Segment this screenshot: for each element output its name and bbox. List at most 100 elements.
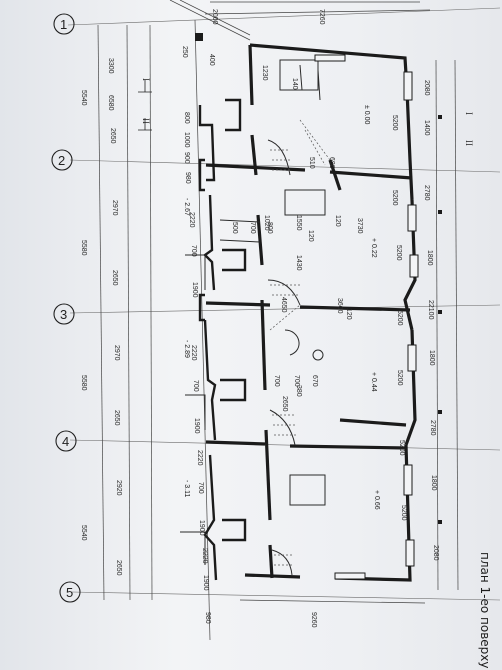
right-outer-dim: 22100 bbox=[427, 300, 434, 320]
right-inner-dim: 5200 bbox=[400, 505, 407, 521]
right-wall-2 bbox=[403, 199, 417, 331]
axis-bubble-3 bbox=[53, 303, 75, 325]
left-inner-dim: 1900 bbox=[193, 418, 200, 434]
toilet-fixture bbox=[312, 349, 324, 361]
top-dim-line bbox=[204, 9, 431, 15]
room-dim: 680 bbox=[328, 157, 335, 169]
diagonal-leader bbox=[169, 0, 251, 41]
porch-slab-2 bbox=[185, 254, 206, 290]
right-outer-dim-line bbox=[454, 59, 459, 591]
right-inner-dim-line bbox=[435, 59, 439, 591]
interior-partitions bbox=[180, 59, 326, 576]
right-outer-dim: 2080 bbox=[432, 545, 439, 561]
right-inner-dim: 5200 bbox=[396, 370, 403, 386]
room-dim: 3730 bbox=[356, 218, 363, 234]
right-outer-dim: 2080 bbox=[423, 80, 430, 96]
level-mark: - 2.67 bbox=[183, 198, 190, 216]
left-inner-dim: 700 bbox=[192, 380, 199, 392]
room-dim: 700 bbox=[249, 222, 256, 234]
ramp-lines bbox=[219, 219, 261, 243]
left-inner-dim: 1900 bbox=[202, 575, 209, 591]
party-wall-4 bbox=[205, 440, 407, 450]
stair-hatch bbox=[269, 119, 331, 566]
step-block-3 bbox=[220, 378, 247, 402]
marker-top bbox=[195, 33, 203, 41]
level-mark: - 3.11 bbox=[183, 480, 190, 497]
level-mark: + 0.22 bbox=[370, 238, 377, 258]
party-wall-34 bbox=[339, 418, 407, 427]
main-walls bbox=[205, 43, 417, 582]
bottom-dim-line bbox=[239, 599, 426, 604]
room-dim: 120 bbox=[345, 308, 352, 320]
room-dim: 500 bbox=[231, 222, 238, 234]
axis-bubble-4 bbox=[55, 430, 77, 452]
left-outer-dim: 5580 bbox=[80, 240, 87, 256]
window-bottom bbox=[334, 572, 366, 580]
left-inner-dim: 2220 bbox=[188, 212, 195, 228]
left-inner-dim: 700 bbox=[190, 245, 197, 257]
stair-curve-2 bbox=[267, 279, 301, 306]
kitchen-counter-4 bbox=[289, 474, 326, 506]
axis-line-5 bbox=[71, 591, 501, 601]
stair-curve-3 bbox=[269, 409, 296, 446]
window-r3 bbox=[409, 254, 419, 278]
kitchen-counter-2 bbox=[284, 189, 326, 216]
section-mark-i-right: I bbox=[464, 112, 474, 115]
left-inner-dim: 800 bbox=[183, 112, 190, 124]
axis-label-2: 2 bbox=[58, 153, 65, 168]
right-inner-dim: 5200 bbox=[391, 190, 398, 206]
porch-slab-4 bbox=[180, 531, 206, 565]
left-wall-1 bbox=[248, 44, 254, 106]
right-outer-dim: 2780 bbox=[429, 420, 436, 436]
wall-dim-line bbox=[194, 19, 211, 641]
level-mark: + 0.66 bbox=[373, 490, 380, 510]
right-outer-dim: 1400 bbox=[423, 120, 430, 136]
left-outer-dim: 5540 bbox=[80, 90, 87, 106]
inner-dim-line bbox=[149, 24, 153, 601]
column-markers bbox=[195, 33, 442, 524]
room-dim: 140 bbox=[291, 78, 298, 90]
stair-curve-4 bbox=[271, 549, 293, 576]
diagonal-leader-2 bbox=[179, 0, 251, 36]
left-inner-dim: 1900 bbox=[191, 282, 198, 298]
room-dim: 120 bbox=[334, 215, 341, 227]
room-dim: 380 bbox=[295, 385, 302, 397]
left-inner-dim: 1000 bbox=[183, 132, 190, 148]
outer-dim-line bbox=[97, 24, 105, 601]
right-inner-dim: 5200 bbox=[395, 245, 402, 261]
axis-grid-lines bbox=[67, 7, 501, 601]
left-inner-dim: 980 bbox=[184, 172, 191, 184]
bottom-dim: 9260 bbox=[310, 612, 317, 628]
axis-line-2 bbox=[69, 159, 501, 173]
left-inner-dim: 2220 bbox=[201, 548, 208, 564]
left-inner-dim: 2220 bbox=[196, 450, 203, 466]
porch-slab-3 bbox=[185, 394, 206, 430]
room-dim: 670 bbox=[311, 375, 318, 387]
window-r2 bbox=[407, 204, 417, 232]
window-top bbox=[314, 54, 346, 62]
axis-bubble-1 bbox=[53, 13, 75, 35]
top-dim: 400 bbox=[208, 54, 215, 66]
right-outer-dim: 2780 bbox=[423, 185, 430, 201]
left-mid-dim: 3300 bbox=[107, 58, 114, 74]
section-mark-ii-right: II bbox=[464, 140, 474, 146]
kitchen-counter-1 bbox=[279, 59, 319, 91]
kitchen-lines-1 bbox=[299, 64, 321, 101]
axis-label-1: 1 bbox=[60, 17, 67, 32]
axis-label-4: 4 bbox=[62, 434, 69, 449]
left-mid-dim: 2650 bbox=[115, 560, 122, 576]
left-wall-4 bbox=[260, 299, 267, 391]
level-mark: + 0.44 bbox=[370, 372, 377, 392]
step-block-4 bbox=[222, 518, 247, 542]
left-wall-6 bbox=[268, 544, 274, 579]
plan-title: план 1-ео поверху bbox=[478, 552, 492, 669]
left-wall-3 bbox=[256, 214, 264, 266]
axis-label-3: 3 bbox=[60, 307, 67, 322]
top-dim: 2000 bbox=[211, 9, 218, 25]
left-inner-dim: 900 bbox=[183, 152, 190, 164]
left-mid-dim: 2650 bbox=[113, 410, 120, 426]
window-r1 bbox=[403, 71, 413, 101]
top-outer-wall bbox=[249, 43, 409, 91]
room-dim: 1020 bbox=[263, 215, 270, 231]
